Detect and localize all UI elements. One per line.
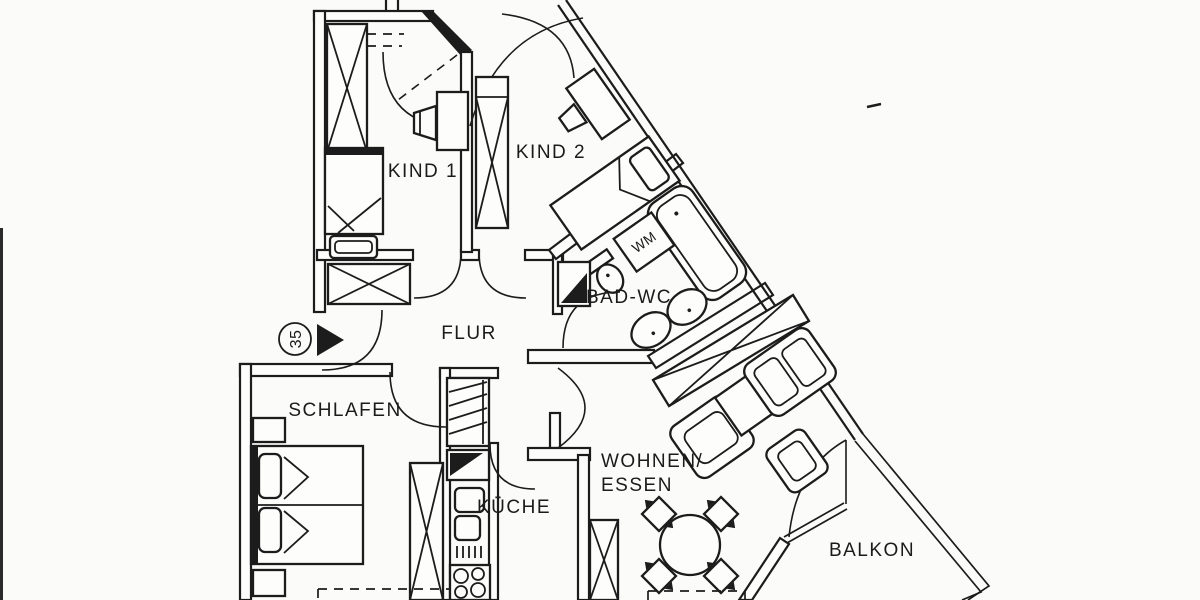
wall-schlafen-top [238,362,394,378]
door-top-right [501,13,575,79]
nightstand [328,234,379,260]
room-label-kind1: KIND 1 [388,161,458,182]
balcony-threshold [783,502,848,544]
living-furniture [588,293,837,600]
door-kitchen [489,443,536,490]
flur-closet [326,262,412,306]
scan-dash-artifact [866,102,882,109]
loveseat [743,327,837,417]
entrance-marker: 35 [278,322,344,356]
dining-table [658,513,722,577]
wall-balcony-left [737,536,791,600]
wall-kind-divider [459,50,474,254]
wall-living-left [576,453,591,600]
dining-chairs [640,495,740,595]
kitchen-fixtures [445,376,492,600]
entrance-arrow-icon [317,324,344,356]
armchair [765,428,829,494]
schlafen-furniture [249,416,483,600]
wardrobe-rail-dashed [367,33,404,47]
wall-wedge-top [421,11,472,58]
room-label-schlafen: SCHLAFEN [288,400,401,421]
sink [666,288,708,326]
pillow [257,452,283,500]
room-label-kueche: KÜCHE [477,497,551,518]
bed-single [548,134,682,252]
wall-left-upper [312,9,327,314]
wall-top [312,9,435,23]
door-kind1 [413,251,462,299]
nightstand [251,416,287,444]
sink [630,311,672,349]
desk [435,90,470,152]
nightstand [251,568,287,598]
desk-chair [557,102,589,133]
unit-number-circle [278,322,312,356]
room-label-balkon: BALKON [829,540,915,561]
wall-hall [526,348,656,365]
drainer [456,546,482,558]
sink-basin [453,514,482,542]
balcony-railing [862,433,991,600]
bed-single [323,146,385,236]
room-label-flur: FLUR [441,323,497,344]
tall-cabinet [445,376,491,448]
sink-basin [453,486,486,514]
desk-chair [412,104,438,142]
door-schlafen [389,371,447,428]
wall-kitchen-right [487,441,500,600]
pillow [257,506,283,554]
bathroom-fixtures: WM [556,184,748,349]
kind2-furniture [474,67,682,252]
rug-dashed [647,590,746,600]
door-entrance [321,309,383,371]
wall-left-lower [238,362,253,600]
desk [564,67,632,141]
kind1-furniture [323,22,470,260]
door-kind2 [478,251,527,299]
room-label-wohnen: WOHNEN/ [601,451,703,472]
toilet [582,247,625,294]
room-label-essen: ESSEN [601,475,673,496]
pillow [628,146,670,192]
unit-number-label: 35 [288,330,305,349]
room-label-bad-wc: BAD-WC [586,287,672,308]
bathtub [646,184,748,302]
wall-bath-living [646,281,775,370]
washing-machine: WM [612,210,676,274]
scan-edge-artifact [0,228,3,600]
door-living [557,367,586,449]
room-label-kind2: KIND 2 [516,142,586,163]
